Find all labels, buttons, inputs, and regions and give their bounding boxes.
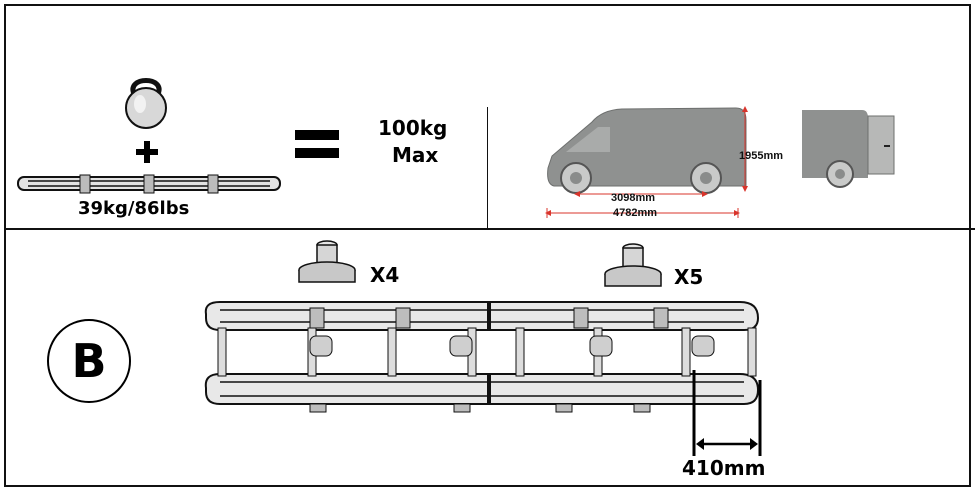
overhang-label: 410mm xyxy=(682,456,766,480)
section-divider-vertical xyxy=(487,107,488,228)
overhang-dimension-arrow xyxy=(692,370,762,456)
rack-weight-label: 39kg/86lbs xyxy=(78,198,190,219)
wheelbase-label: 3098mm xyxy=(611,192,656,204)
rear-feet-count: X5 xyxy=(674,265,704,289)
mounting-foot-icon-front xyxy=(298,240,356,283)
diagram-frame xyxy=(4,4,971,487)
section-divider-horizontal xyxy=(4,228,975,230)
kettlebell-icon xyxy=(125,78,167,129)
overall-length-label: 4782mm xyxy=(613,207,658,219)
mounting-foot-icon-rear xyxy=(604,243,662,287)
plus-icon xyxy=(136,141,158,163)
rack-section-rear xyxy=(489,301,760,413)
max-load-value: 100kg xyxy=(378,116,448,140)
front-feet-count: X4 xyxy=(370,263,400,287)
rack-section-front xyxy=(204,301,489,413)
van-rear-view xyxy=(802,110,895,188)
step-badge: B xyxy=(47,319,131,403)
max-load-suffix: Max xyxy=(392,143,439,167)
equals-icon xyxy=(295,130,339,158)
van-side-view xyxy=(545,106,748,218)
van-height-label: 1955mm xyxy=(739,150,784,162)
roof-rack-side-icon xyxy=(17,174,281,194)
